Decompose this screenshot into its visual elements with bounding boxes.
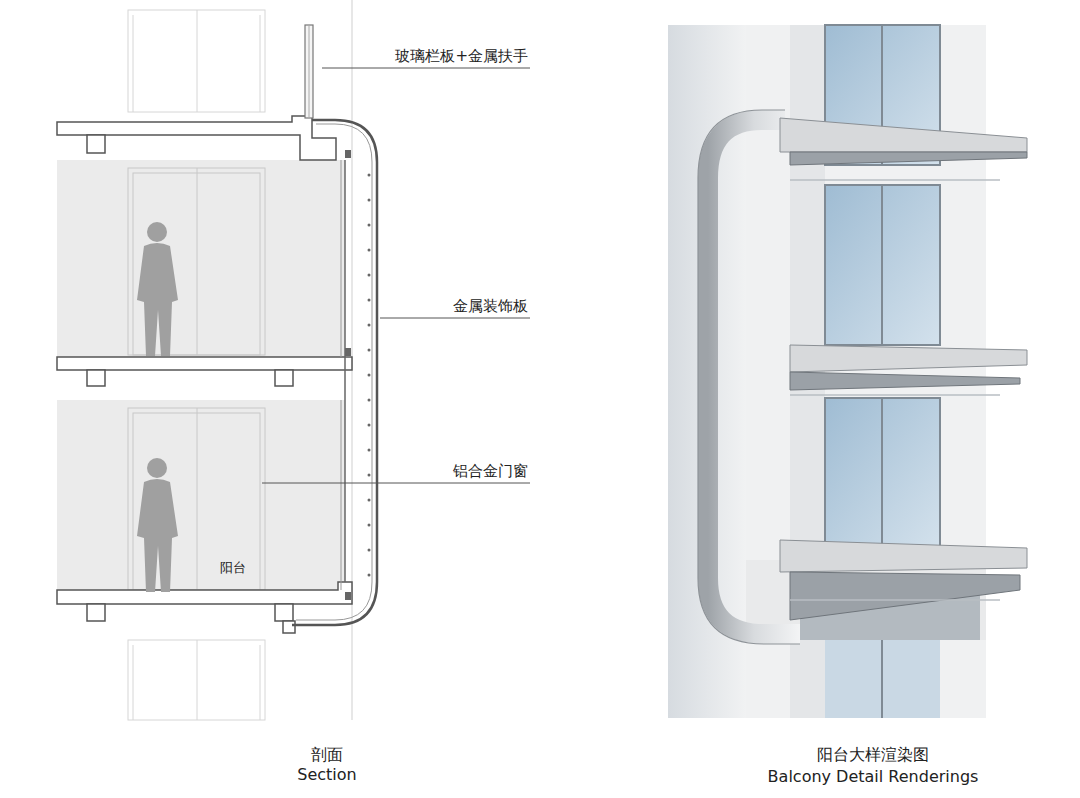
caption-english: Section: [297, 765, 356, 784]
room-label: 阳台: [220, 560, 246, 576]
callout-label: 金属装饰板: [453, 297, 528, 315]
section-drawing: [57, 0, 530, 720]
caption-english: Balcony Detail Renderings: [768, 767, 979, 786]
callout-label: 玻璃栏板+金属扶手: [395, 47, 528, 65]
callout-label: 铝合金门窗: [453, 462, 528, 480]
balcony-rendering: [668, 25, 1027, 718]
caption-chinese: 阳台大样渲染图: [817, 745, 929, 764]
caption-chinese: 剖面: [311, 745, 343, 764]
